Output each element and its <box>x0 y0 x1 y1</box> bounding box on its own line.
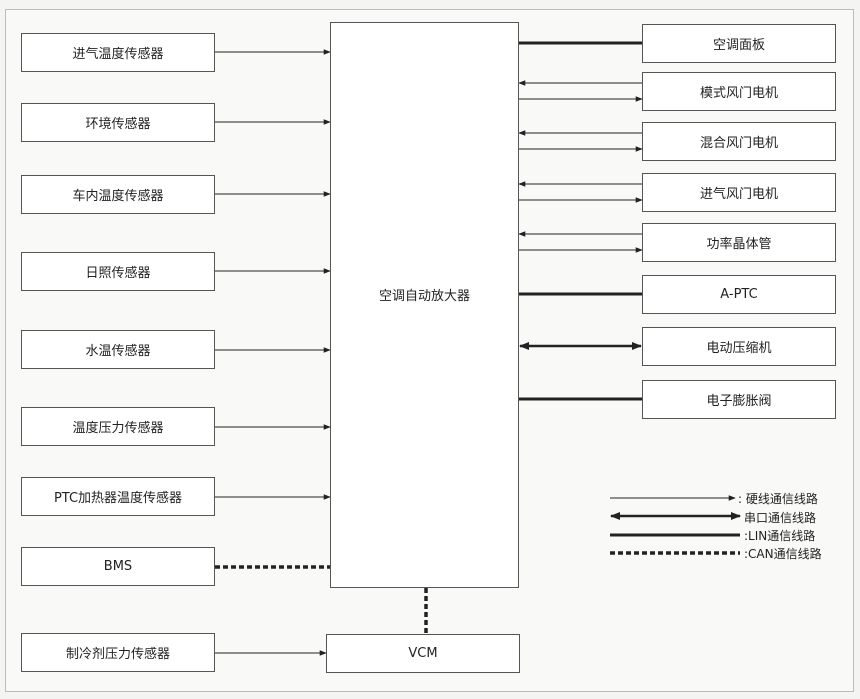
cabin-temp-sensor-label: 车内温度传感器 <box>72 189 164 204</box>
refrigerant-pressure-sensor-label: 制冷剂压力传感器 <box>65 647 170 662</box>
intake-door-motor-label: 进气风门电机 <box>699 187 778 202</box>
legend-serial-label: 串口通信线路 <box>744 511 817 525</box>
ptc-heater-temp-sensor-box: PTC加热器温度传感器 <box>21 477 215 516</box>
bms-label: BMS <box>103 559 133 574</box>
temp-pressure-sensor-label: 温度压力传感器 <box>72 421 164 436</box>
intake-temp-sensor-box: 进气温度传感器 <box>21 33 215 72</box>
refrigerant-pressure-sensor-box: 制冷剂压力传感器 <box>21 633 215 672</box>
sunlight-sensor-label: 日照传感器 <box>85 266 151 281</box>
ac-panel-label: 空调面板 <box>712 38 765 53</box>
power-transistor-label: 功率晶体管 <box>706 237 772 252</box>
cabin-temp-sensor-box: 车内温度传感器 <box>21 175 215 214</box>
ac-auto-amplifier: 空调自动放大器 <box>330 22 519 588</box>
power-transistor-box: 功率晶体管 <box>642 223 836 262</box>
blend-door-motor-box: 混合风门电机 <box>642 122 836 161</box>
water-temp-sensor-box: 水温传感器 <box>21 330 215 369</box>
intake-temp-sensor-label: 进气温度传感器 <box>72 47 164 62</box>
electric-compressor-box: 电动压缩机 <box>642 327 836 366</box>
mode-door-motor-label: 模式风门电机 <box>699 86 778 101</box>
ptc-heater-temp-sensor-label: PTC加热器温度传感器 <box>53 491 183 506</box>
ac-panel-box: 空调面板 <box>642 24 836 63</box>
legend-lin-label: :LIN通信线路 <box>744 529 816 543</box>
sunlight-sensor-box: 日照传感器 <box>21 252 215 291</box>
vcm-box: VCM <box>326 634 520 673</box>
bms-box: BMS <box>21 547 215 586</box>
mode-door-motor-box: 模式风门电机 <box>642 72 836 111</box>
a-ptc-box: A-PTC <box>642 275 836 314</box>
legend-hardwire-label: : 硬线通信线路 <box>738 492 818 506</box>
ambient-sensor-box: 环境传感器 <box>21 103 215 142</box>
water-temp-sensor-label: 水温传感器 <box>85 344 151 359</box>
electronic-expansion-valve-label: 电子膨胀阀 <box>706 394 772 409</box>
a-ptc-label: A-PTC <box>720 287 758 302</box>
ac-auto-amplifier-label: 空调自动放大器 <box>378 289 470 304</box>
intake-door-motor-box: 进气风门电机 <box>642 173 836 212</box>
blend-door-motor-label: 混合风门电机 <box>699 136 778 151</box>
temp-pressure-sensor-box: 温度压力传感器 <box>21 407 215 446</box>
electric-compressor-label: 电动压缩机 <box>706 341 772 356</box>
vcm-label: VCM <box>408 646 438 661</box>
electronic-expansion-valve-box: 电子膨胀阀 <box>642 380 836 419</box>
ambient-sensor-label: 环境传感器 <box>85 117 151 132</box>
legend-can-label: :CAN通信线路 <box>744 547 822 561</box>
